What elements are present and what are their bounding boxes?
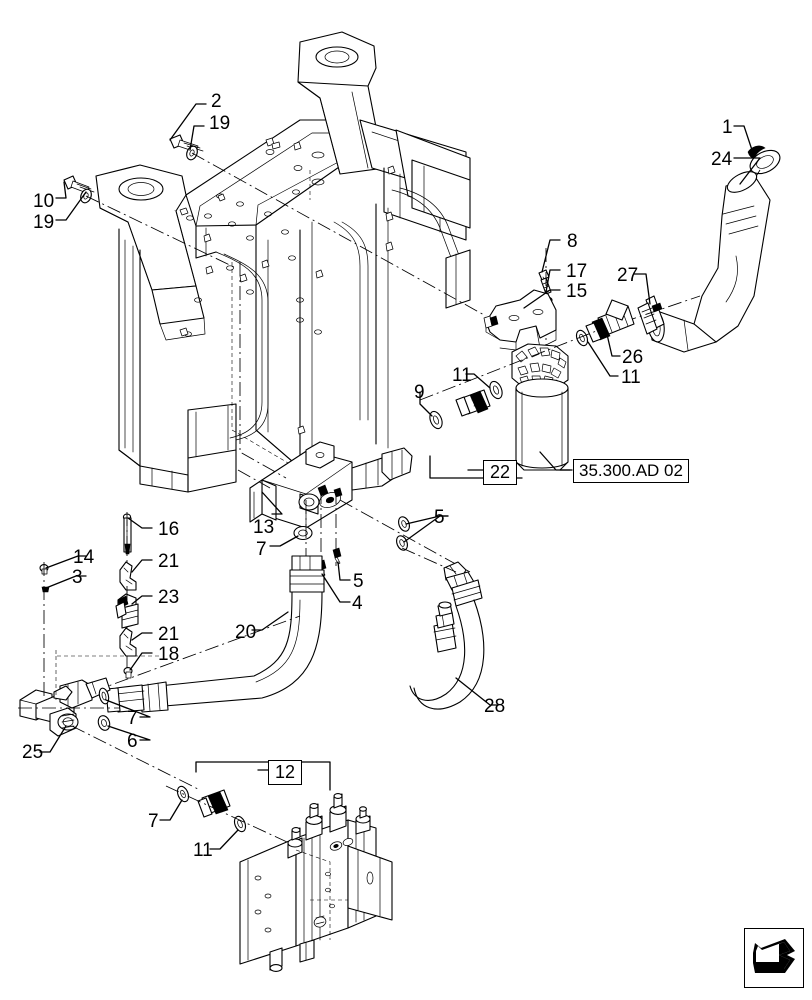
leader-lines <box>39 103 761 850</box>
callout-7c: 7 <box>148 811 159 832</box>
callout-27: 27 <box>617 265 639 286</box>
fitting-12-group <box>165 785 301 849</box>
hose-28 <box>401 547 485 710</box>
oring-6-7-tee <box>97 687 111 731</box>
arrow-block-logo <box>744 928 804 988</box>
callout-10: 10 <box>33 191 55 212</box>
tee-fitting-25 <box>18 677 201 791</box>
callout-13: 13 <box>253 517 275 538</box>
bracket-15 <box>483 289 557 351</box>
callout-20: 20 <box>235 622 257 643</box>
callout-17: 17 <box>566 261 588 282</box>
manifold-block-13 <box>237 262 413 529</box>
callout-26: 26 <box>622 347 644 368</box>
callout-16: 16 <box>158 519 180 540</box>
filler-pipe-24 <box>647 145 781 353</box>
fitting-26 <box>575 299 635 347</box>
callout-15: 15 <box>566 281 588 302</box>
control-valve-block <box>239 793 393 972</box>
callout-11a: 11 <box>621 367 641 388</box>
callout-14: 14 <box>73 547 95 568</box>
bolt-10-washer-19 <box>63 175 237 269</box>
hose-20 <box>69 555 325 713</box>
callout-11b: 11 <box>452 365 472 386</box>
callout-8: 8 <box>567 231 578 252</box>
callout-7a: 7 <box>256 539 267 560</box>
valve-spool-caps <box>287 793 371 859</box>
arrow-block-logo-glyph <box>753 939 795 973</box>
callout-21b: 21 <box>158 624 180 645</box>
callout-23: 23 <box>158 587 180 608</box>
callout-19a: 19 <box>209 113 231 134</box>
callout-1: 1 <box>722 117 733 138</box>
callout-7b: 7 <box>127 708 138 729</box>
chassis-frame <box>95 31 471 493</box>
group-box-22[interactable]: 22 <box>483 460 518 485</box>
callout-5b: 5 <box>353 571 364 592</box>
callout-18: 18 <box>158 644 180 665</box>
callout-5a: 5 <box>434 507 445 528</box>
reference-box-35-300-ad-02[interactable]: 35.300.AD 02 <box>573 459 689 483</box>
callout-24: 24 <box>711 149 733 170</box>
callout-28: 28 <box>484 696 506 717</box>
callout-9: 9 <box>414 382 425 403</box>
callout-3: 3 <box>72 567 83 588</box>
callout-25: 25 <box>22 742 44 763</box>
clamp-stack <box>115 512 139 680</box>
callout-11c: 11 <box>193 840 213 861</box>
callout-19b: 19 <box>33 212 55 233</box>
filter-assembly <box>419 327 605 471</box>
callout-6: 6 <box>127 731 138 752</box>
callout-4: 4 <box>352 593 363 614</box>
callout-21a: 21 <box>158 551 180 572</box>
bolt-2-washer-19 <box>169 134 487 317</box>
callout-2: 2 <box>211 91 222 112</box>
fitting-9-oring-11 <box>429 380 503 430</box>
bolt-14-washer-3 <box>39 562 160 700</box>
group-box-12[interactable]: 12 <box>268 760 303 785</box>
